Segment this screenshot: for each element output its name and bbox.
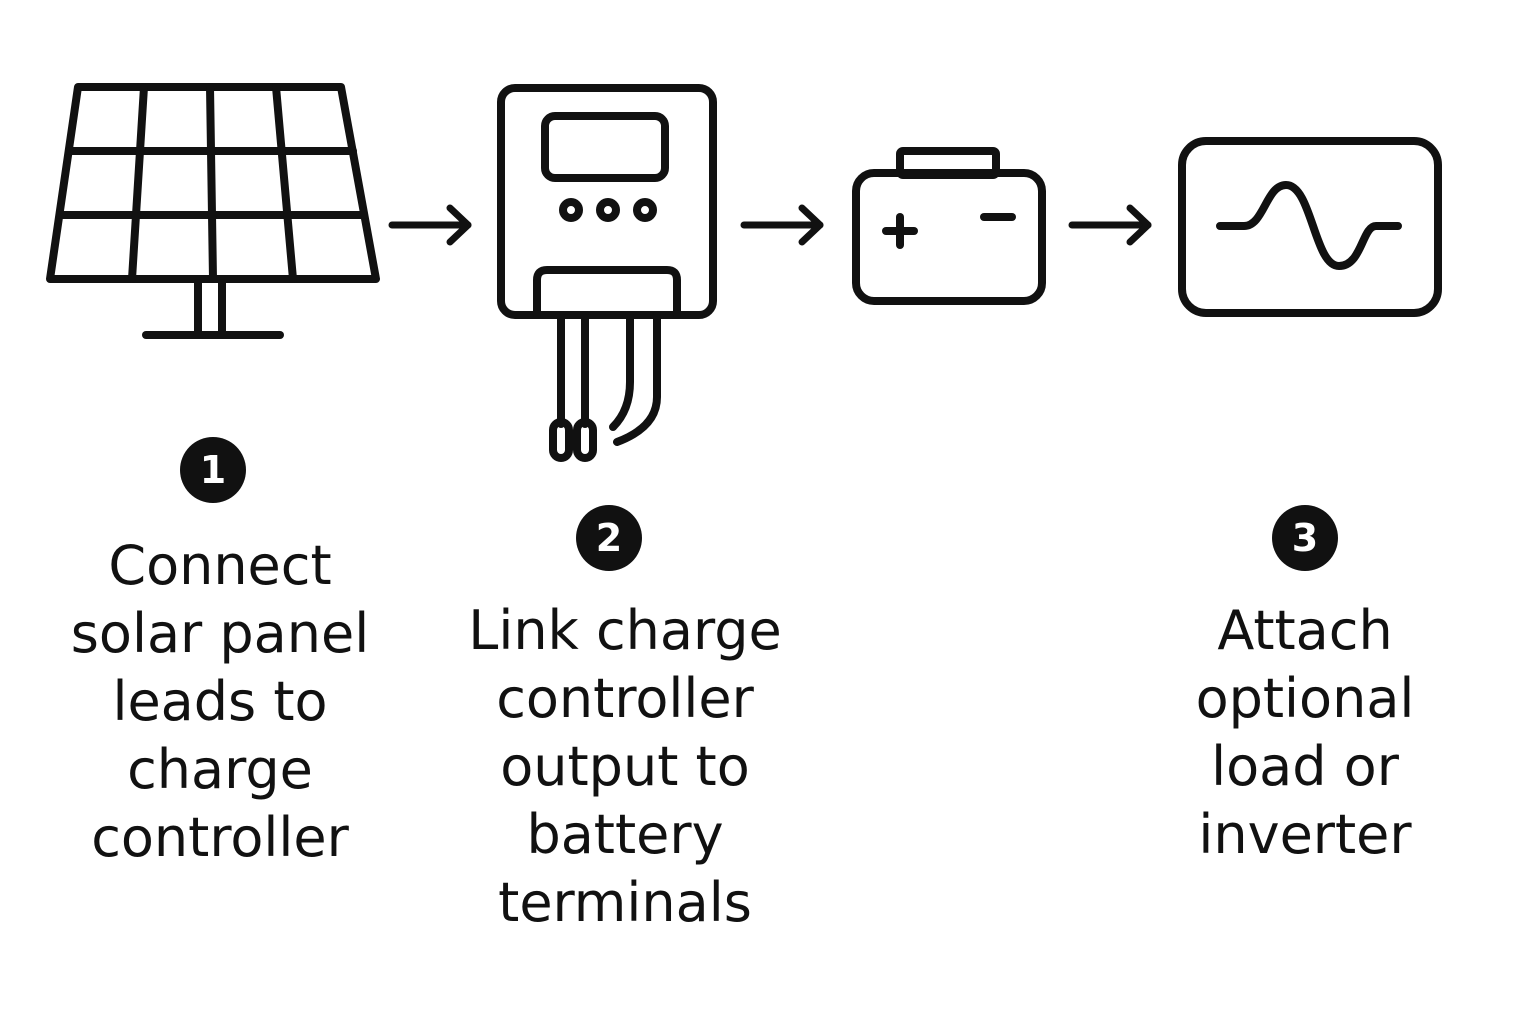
step-2-text: Link charge controller output to battery…	[468, 599, 782, 934]
arrow-right-icon	[1068, 204, 1152, 246]
step-2-badge: 2	[576, 505, 642, 571]
step-3-badge: 3	[1272, 505, 1338, 571]
step-1-badge: 1	[180, 437, 246, 503]
step-1-text: Connect solar panel leads to charge cont…	[70, 534, 370, 869]
charge-controller-icon	[497, 84, 717, 462]
step-3-text: Attach optional load or inverter	[1195, 599, 1415, 866]
battery-icon	[852, 147, 1046, 305]
arrow-right-icon	[388, 204, 472, 246]
arrow-right-icon	[740, 204, 824, 246]
solar-panel-icon	[46, 83, 380, 339]
inverter-icon	[1178, 137, 1442, 317]
